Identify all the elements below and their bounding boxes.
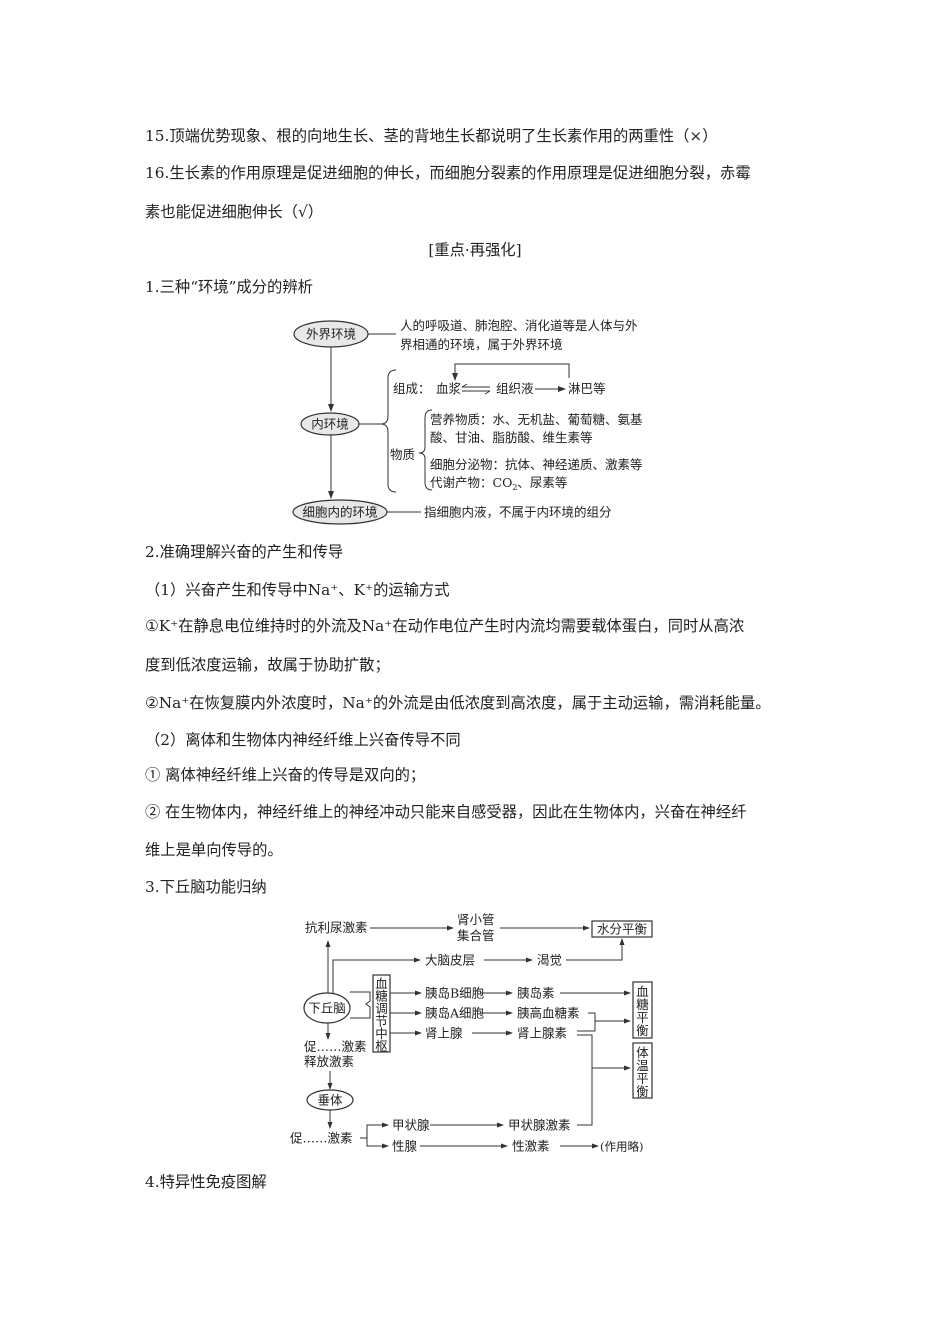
- svg-text:中: 中: [375, 1026, 388, 1041]
- subheading-1: （1）兴奋产生和传导中Na⁺、K⁺的运输方式: [145, 581, 450, 599]
- releasing-hormone-label: 促……激素: [304, 1039, 367, 1054]
- nutrients-text: 营养物质：水、无机盐、葡萄糖、氨基: [430, 412, 643, 427]
- intracellular-desc: 指细胞内液，不属于内环境的组分: [424, 505, 612, 520]
- nutrients-text-2: 酸、甘油、脂肪酸、维生素等: [430, 430, 593, 445]
- heading-4: 4.特异性免疫图解: [145, 1173, 267, 1191]
- glucose-center-label: 血 糖 调 节 中 枢: [375, 976, 388, 1054]
- temperature-balance-label: 体 温 平 衡: [636, 1045, 649, 1099]
- secretions-text: 细胞分泌物：抗体、神经递质、激素等: [430, 457, 643, 472]
- svg-text:平: 平: [636, 1010, 649, 1025]
- thirst-label: 渴觉: [537, 953, 562, 968]
- svg-text:血: 血: [636, 984, 649, 999]
- pituitary-label: 垂体: [317, 1093, 343, 1108]
- adrenal-label: 肾上腺: [425, 1026, 463, 1041]
- beta-cell-label: 胰岛B细胞: [425, 986, 485, 1001]
- outer-desc-2: 界相通的环境，属于外界环境: [400, 337, 563, 352]
- alpha-cell-label: 胰岛A细胞: [425, 1006, 485, 1021]
- statement-16: 16.生长素的作用原理是促进细胞的伸长，而细胞分裂素的作用原理是促进细胞分裂，赤…: [145, 164, 751, 182]
- paragraph: ② 在生物体内，神经纤维上的神经冲动只能来自感受器，因此在生物体内，兴奋在神经纤: [145, 803, 747, 821]
- hypothalamus-label: 下丘脑: [308, 1001, 346, 1016]
- adrenaline-label: 肾上腺素: [517, 1026, 567, 1041]
- cortex-label: 大脑皮层: [425, 953, 475, 968]
- svg-text:平: 平: [636, 1071, 649, 1086]
- paragraph-cont: 维上是单向传导的。: [145, 841, 283, 859]
- thyroid-label: 甲状腺: [392, 1118, 430, 1133]
- lymph-label: 淋巴等: [568, 381, 606, 396]
- statement-15: 15.顶端优势现象、根的向地生长、茎的背地生长都说明了生长素作用的两重性（×）: [145, 127, 718, 145]
- glucagon-label: 胰高血糖素: [517, 1006, 580, 1021]
- outer-desc: 人的呼吸道、肺泡腔、消化道等是人体与外: [400, 318, 638, 333]
- sex-hormone-label: 性激素: [512, 1139, 550, 1154]
- subheading-2: （2）离体和生物体内神经纤维上兴奋传导不同: [145, 731, 461, 749]
- svg-text:温: 温: [636, 1058, 649, 1073]
- composition-label: 组成：: [393, 381, 431, 396]
- statement-16-cont: 素也能促进细胞伸长（√）: [145, 203, 324, 221]
- water-balance-box: [591, 920, 653, 938]
- svg-text:糖: 糖: [636, 997, 649, 1012]
- hypothalamus-node: [303, 992, 351, 1024]
- svg-text:糖: 糖: [375, 989, 388, 1004]
- section-title: [重点·再强化]: [428, 241, 522, 259]
- tropic-hormone-label: 促……激素: [290, 1131, 353, 1146]
- collecting-duct-label: 集合管: [457, 928, 495, 943]
- plasma-label: 血浆: [436, 381, 462, 396]
- gonad-label: 性腺: [392, 1139, 418, 1154]
- heading-1: 1.三种“环境”成分的辨析: [145, 278, 313, 296]
- paragraph: ①K⁺在静息电位维持时的外流及Na⁺在动作电位产生时内流均需要载体蛋白，同时从高…: [145, 617, 745, 635]
- glucose-balance-box: [632, 981, 653, 1039]
- paragraph: ① 离体神经纤维上兴奋的传导是双向的；: [145, 766, 426, 784]
- svg-text:节: 节: [375, 1014, 388, 1029]
- svg-text:调: 调: [375, 1001, 388, 1016]
- tubule-label: 肾小管: [457, 912, 495, 927]
- tissue-fluid-label: 组织液: [496, 381, 534, 396]
- svg-text:衡: 衡: [636, 1084, 649, 1099]
- releasing-hormone-label-2: 释放激素: [304, 1054, 354, 1069]
- omitted-effect-label: (作用略): [600, 1140, 643, 1154]
- svg-text:血: 血: [375, 976, 388, 991]
- adh-label: 抗利尿激素: [305, 920, 368, 935]
- water-balance-label: 水分平衡: [597, 922, 647, 937]
- temperature-balance-box: [632, 1042, 653, 1099]
- internal-environment-label: 内环境: [311, 417, 349, 432]
- outer-environment-label: 外界环境: [306, 327, 356, 342]
- substance-label: 物质: [390, 447, 415, 462]
- thyroxine-label: 甲状腺激素: [508, 1118, 571, 1133]
- insulin-label: 胰岛素: [517, 986, 555, 1001]
- svg-text:体: 体: [636, 1045, 649, 1060]
- intracellular-label: 细胞内的环境: [302, 505, 377, 520]
- paragraph: ②Na⁺在恢复膜内外浓度时，Na⁺的外流是由低浓度到高浓度，属于主动运输，需消耗…: [145, 694, 771, 712]
- metabolites-text: 代谢产物：CO2、尿素等: [430, 475, 567, 492]
- heading-3: 3.下丘脑功能归纳: [145, 878, 267, 896]
- paragraph-cont: 度到低浓度运输，故属于协助扩散；: [145, 656, 390, 674]
- heading-2: 2.准确理解兴奋的产生和传导: [145, 543, 344, 561]
- svg-text:枢: 枢: [375, 1039, 388, 1054]
- glucose-balance-label: 血 糖 平 衡: [636, 984, 649, 1038]
- svg-text:衡: 衡: [636, 1023, 649, 1038]
